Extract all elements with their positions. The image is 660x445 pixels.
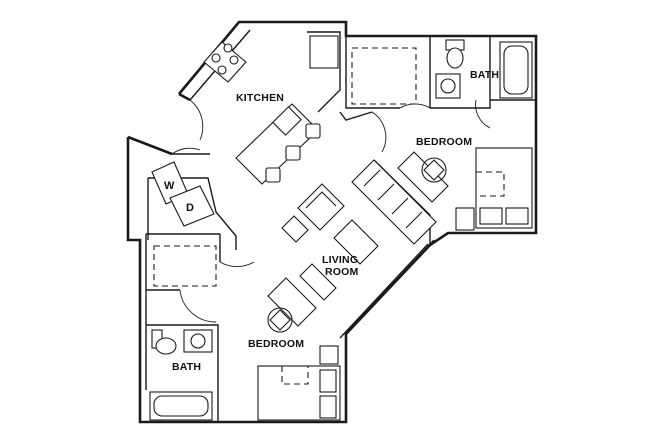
sink-icon xyxy=(435,73,461,99)
kitchen-label: KITCHEN xyxy=(236,92,284,104)
stove-icon xyxy=(203,41,247,83)
right-bath-fixtures xyxy=(435,39,533,99)
bathtub-icon xyxy=(149,391,213,421)
living-label: LIVING xyxy=(322,254,358,266)
room-label: ROOM xyxy=(325,266,359,278)
door-swings xyxy=(171,99,491,323)
stool xyxy=(305,123,321,139)
bath-left-label: BATH xyxy=(172,361,201,373)
sink-icon xyxy=(183,329,213,353)
kitchen-fixtures xyxy=(203,35,339,185)
toilet-icon xyxy=(151,329,177,355)
nightstand xyxy=(319,345,339,365)
living-furniture xyxy=(267,151,449,327)
stool xyxy=(285,145,301,161)
refrigerator-icon xyxy=(309,35,339,69)
toilet-icon xyxy=(445,39,465,69)
stool xyxy=(265,167,281,183)
bedroom-left-label: BEDROOM xyxy=(248,338,304,350)
dryer-label: D xyxy=(186,202,194,214)
side-table xyxy=(281,215,309,243)
bedroom-right-label: BEDROOM xyxy=(416,136,472,148)
washer-label: W xyxy=(164,180,175,192)
left-bedroom-fixtures xyxy=(153,245,341,421)
left-bath-fixtures xyxy=(149,329,213,421)
coffee-table xyxy=(333,219,379,265)
nightstand xyxy=(455,207,475,231)
desk-chair-icon xyxy=(267,307,293,333)
right-bedroom-fixtures xyxy=(351,47,533,231)
room-labels: KITCHEN BEDROOM BATH LIVING ROOM BEDROOM… xyxy=(172,69,499,373)
sofa-icon xyxy=(351,159,437,245)
sink-icon xyxy=(272,106,302,136)
desk-chair-icon xyxy=(421,157,447,183)
desk xyxy=(397,151,449,203)
bath-right-label: BATH xyxy=(470,69,499,81)
side-table xyxy=(299,263,337,301)
armchair-icon xyxy=(297,183,345,231)
desk xyxy=(267,277,317,327)
exterior-walls xyxy=(126,20,538,424)
laundry: W D xyxy=(151,161,215,227)
